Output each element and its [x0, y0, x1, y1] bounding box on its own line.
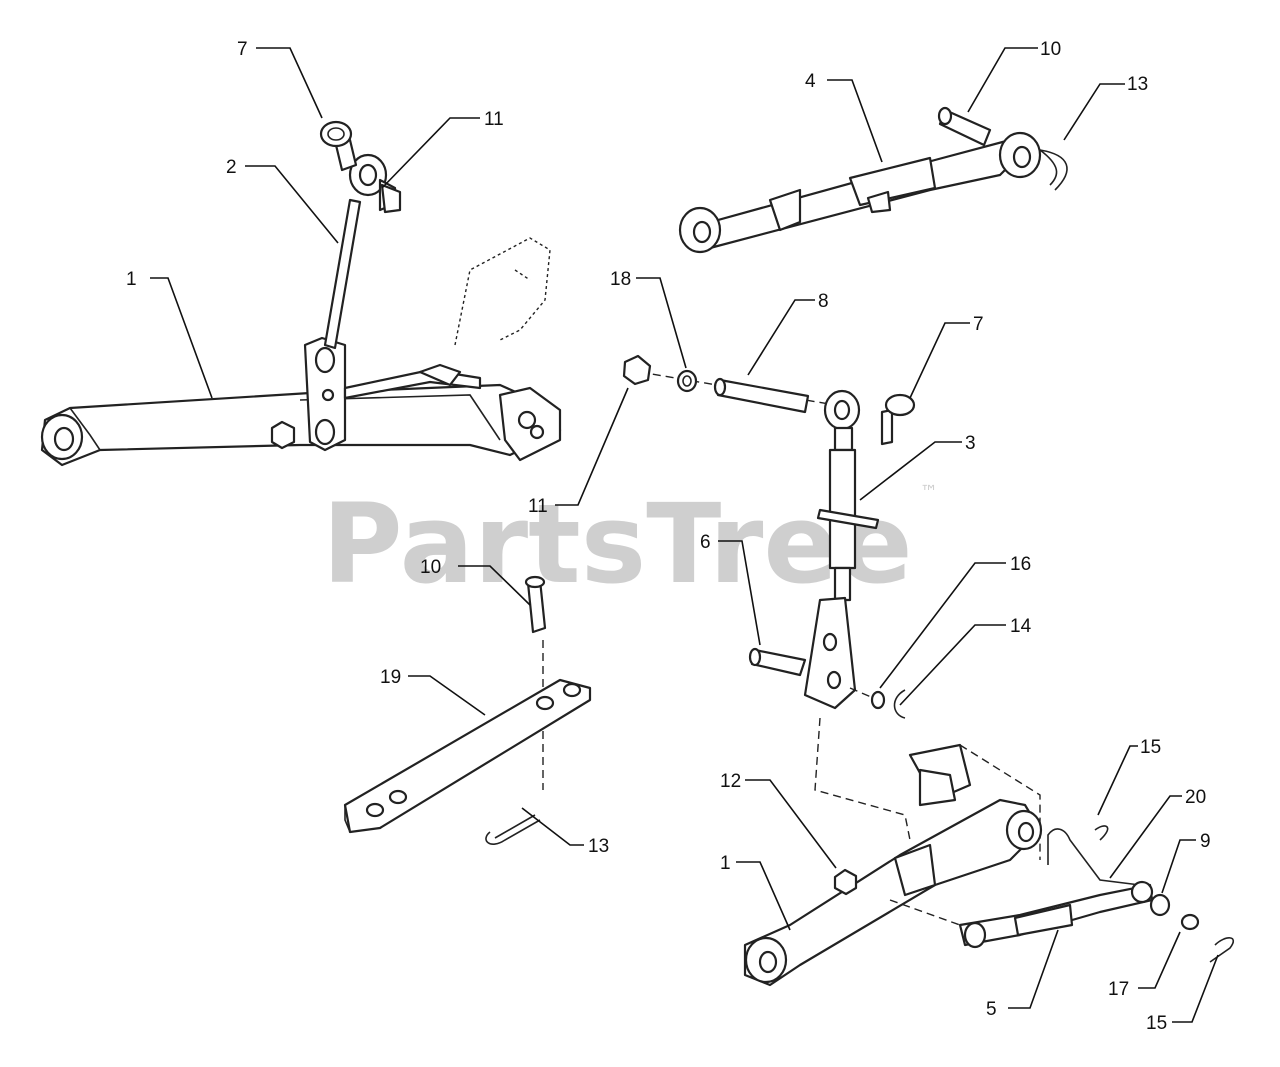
callout-20[interactable]: 20: [1185, 787, 1206, 808]
callout-2[interactable]: 2: [226, 157, 237, 178]
callout-12[interactable]: 12: [720, 771, 741, 792]
callout-13-lower[interactable]: 13: [588, 836, 609, 857]
drawbar[interactable]: [343, 575, 592, 845]
lower-link-left[interactable]: [40, 237, 562, 467]
watermark-brand: PartsTree: [322, 480, 913, 608]
callout-19[interactable]: 19: [380, 667, 401, 688]
lift-rod[interactable]: [319, 120, 402, 350]
top-link[interactable]: [678, 106, 1068, 254]
callout-1-lower[interactable]: 1: [720, 853, 731, 874]
callout-9[interactable]: 9: [1200, 831, 1211, 852]
lift-rod-adjustable[interactable]: [622, 354, 916, 719]
callout-15-upper[interactable]: 15: [1140, 737, 1161, 758]
callout-11-upper[interactable]: 11: [484, 109, 504, 130]
callout-5[interactable]: 5: [986, 999, 997, 1020]
callout-17[interactable]: 17: [1108, 979, 1129, 1000]
callout-7-middle[interactable]: 7: [973, 314, 984, 335]
callout-1-upper[interactable]: 1: [126, 269, 137, 290]
callout-10-upper[interactable]: 10: [1040, 39, 1061, 60]
callout-18[interactable]: 18: [610, 269, 631, 290]
callout-8[interactable]: 8: [818, 291, 829, 312]
callout-4[interactable]: 4: [805, 71, 816, 92]
callout-16[interactable]: 16: [1010, 554, 1031, 575]
callout-10-lower[interactable]: 10: [420, 557, 441, 578]
callout-7-upper[interactable]: 7: [237, 39, 248, 60]
lower-link-right[interactable]: [743, 717, 1235, 987]
callout-14[interactable]: 14: [1010, 616, 1032, 637]
callout-15-lower[interactable]: 15: [1146, 1013, 1167, 1034]
callout-13-upper[interactable]: 13: [1127, 74, 1148, 95]
callout-6[interactable]: 6: [700, 532, 711, 553]
callouts: 1 2 7 11 4 10 13 18 8 7 3 11 6 16 14 10 …: [126, 39, 1211, 1034]
watermark-trademark: ™: [920, 482, 938, 503]
leader-lines: [150, 47, 1219, 1023]
callout-3[interactable]: 3: [965, 433, 976, 454]
callout-11-middle[interactable]: 11: [528, 496, 548, 517]
